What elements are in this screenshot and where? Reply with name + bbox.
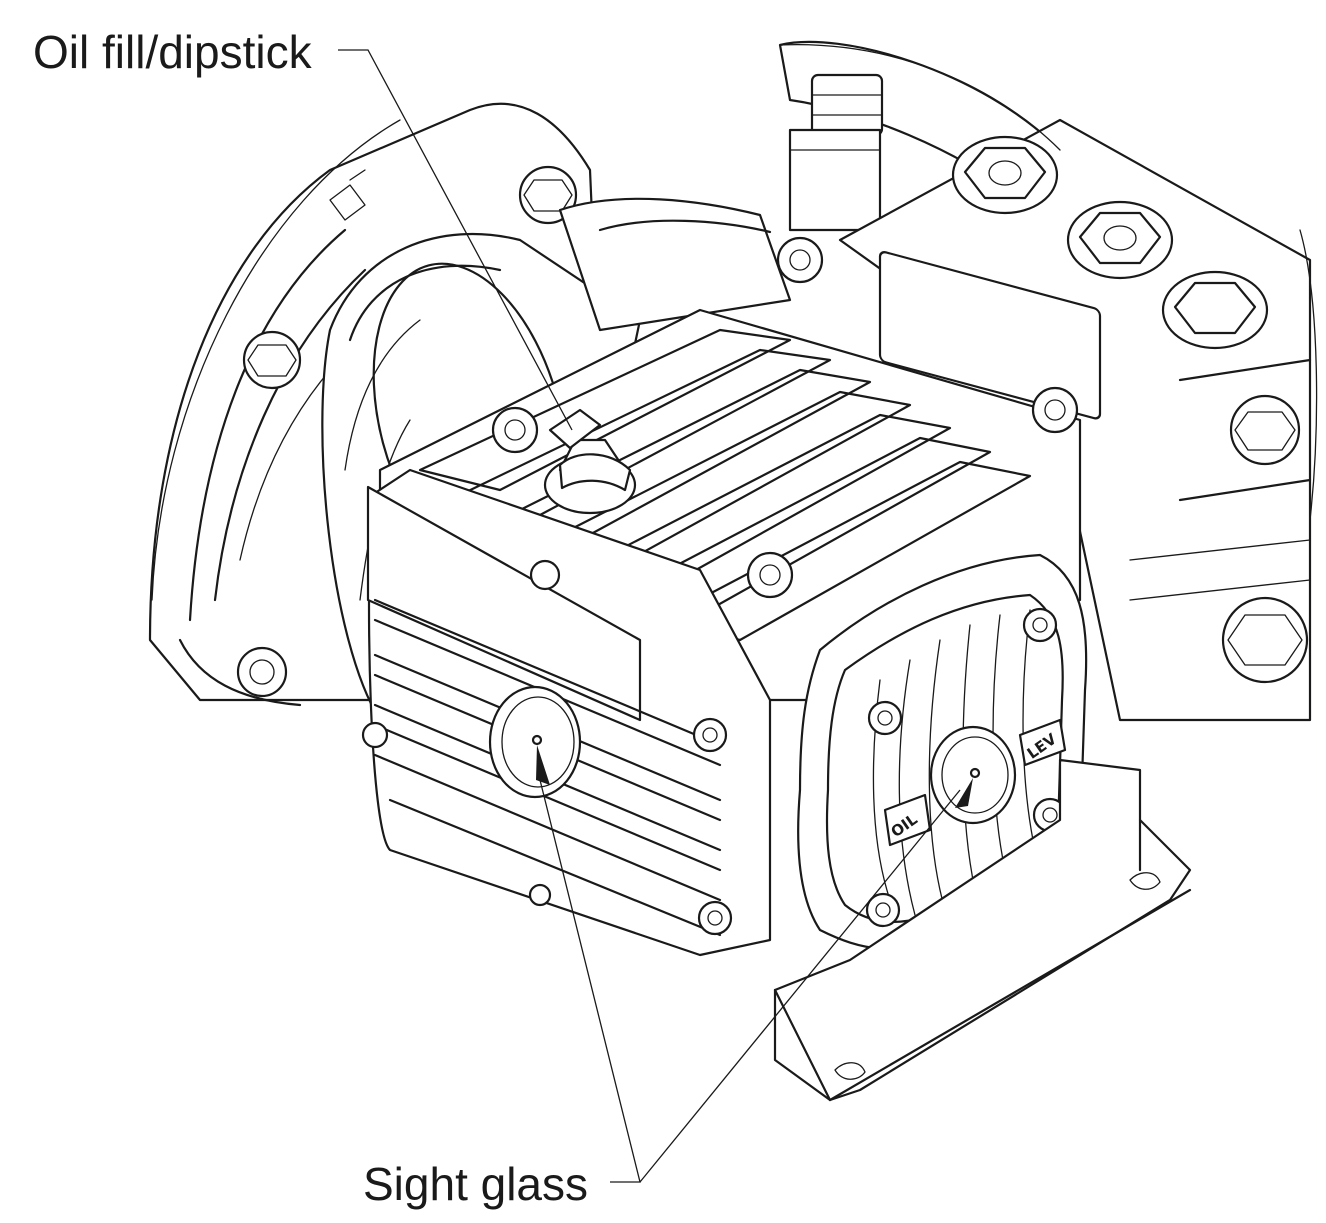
detail-boundary bbox=[151, 44, 1318, 601]
oil-fill-label: Oil fill/dipstick bbox=[33, 26, 313, 78]
sight-glass-leader-right bbox=[639, 789, 961, 1183]
sight-glass-label: Sight glass bbox=[363, 1158, 588, 1210]
dipstick-cap bbox=[543, 408, 637, 515]
pump-body: OIL LEV bbox=[148, 40, 1312, 1102]
left-sight-glass bbox=[488, 685, 582, 799]
leader-lines bbox=[338, 49, 961, 1183]
mounting-base bbox=[773, 758, 1192, 1102]
oil-fill-leader bbox=[338, 49, 573, 431]
right-sight-glass: OIL LEV bbox=[883, 718, 1067, 847]
